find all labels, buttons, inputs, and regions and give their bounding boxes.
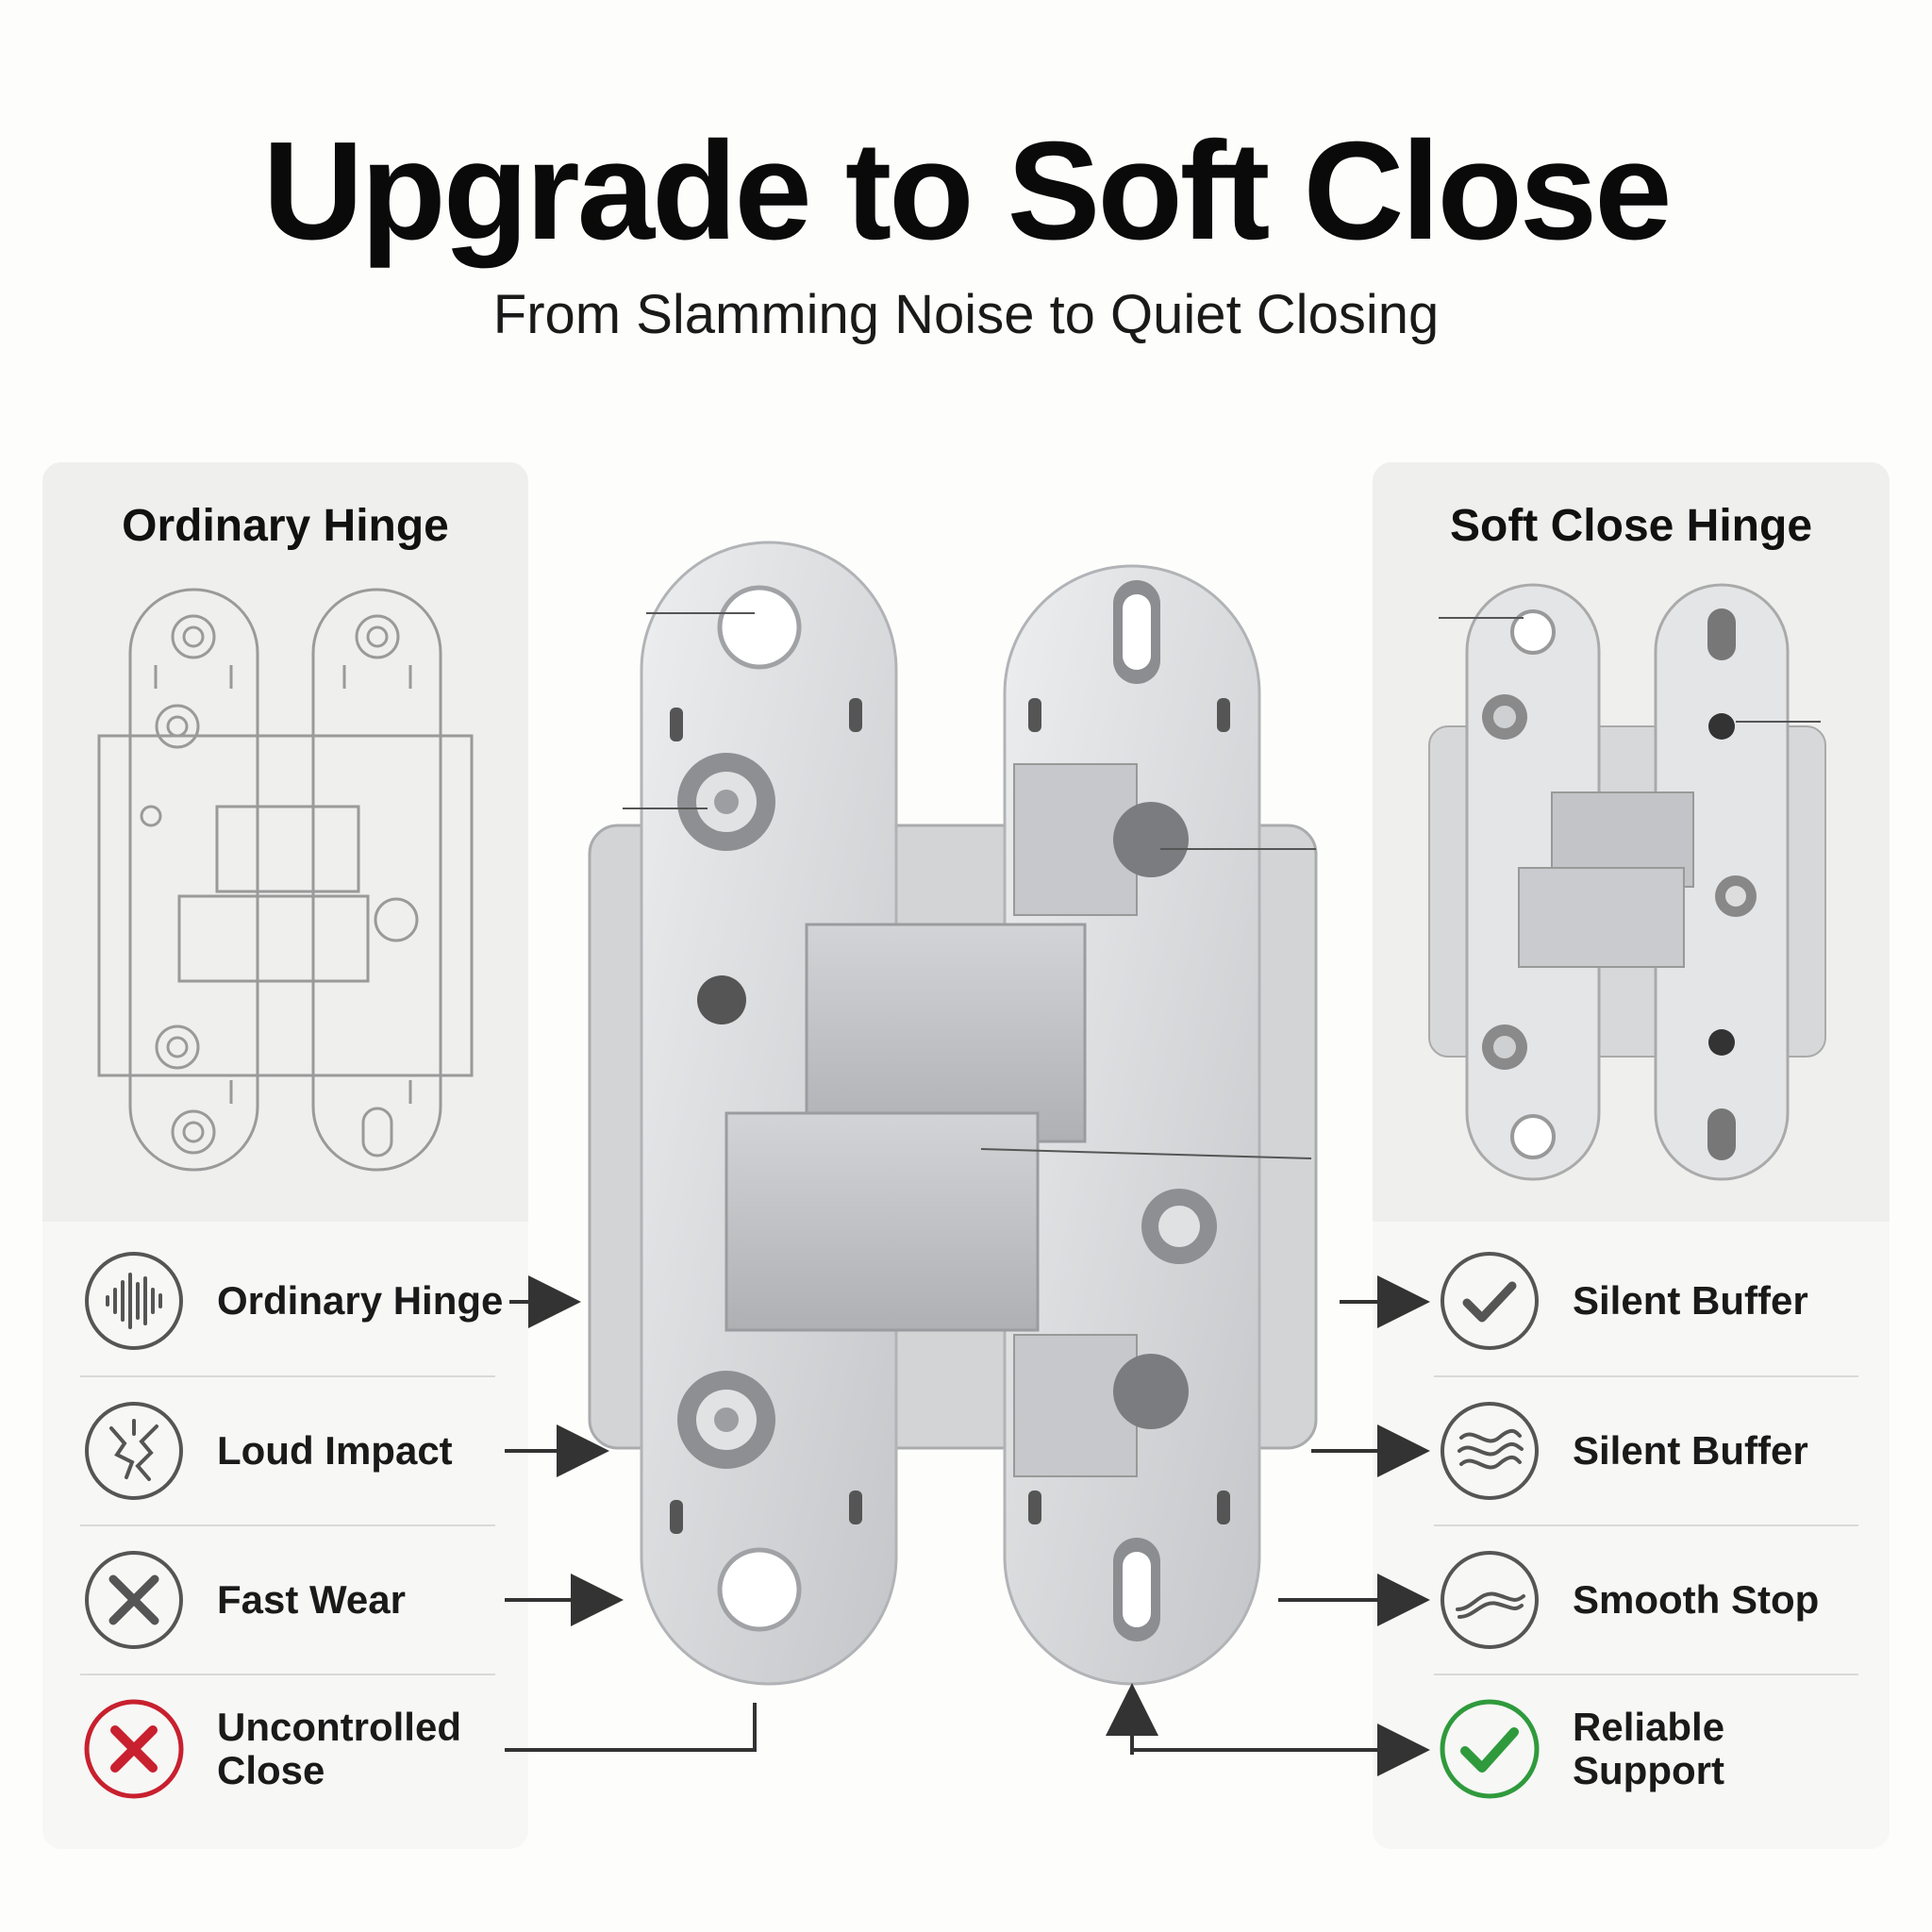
feature-label: Silent Buffer <box>1573 1278 1808 1323</box>
sound-wave-icon <box>85 1252 183 1350</box>
ordinary-hinge-drawing-area <box>42 462 528 1222</box>
feature-label: Fast Wear <box>217 1577 406 1622</box>
left-feature-uncontrolled-close: Uncontrolled Close <box>83 1674 491 1824</box>
ordinary-hinge-panel: Ordinary Hinge <box>42 462 528 1849</box>
ordinary-hinge-title: Ordinary Hinge <box>122 501 449 551</box>
checkmark-icon <box>1441 1252 1539 1350</box>
feature-label: Silent Buffer <box>1573 1428 1808 1473</box>
soft-close-hinge-title: Soft Close Hinge <box>1449 501 1813 551</box>
divider <box>80 1674 495 1675</box>
divider <box>1434 1375 1858 1377</box>
divider <box>80 1375 495 1377</box>
wave-lines-icon <box>1441 1402 1539 1500</box>
page-title: Upgrade to Soft Close <box>262 113 1672 269</box>
green-check-icon <box>1440 1699 1540 1799</box>
feature-label: Loud Impact <box>217 1428 453 1473</box>
ordinary-hinge-line-drawing <box>97 588 474 1172</box>
divider <box>1434 1674 1858 1675</box>
soft-close-hinge-small-image <box>1428 583 1826 1181</box>
right-feature-smooth-stop: Smooth Stop <box>1439 1525 1819 1674</box>
left-feature-ordinary-hinge: Ordinary Hinge <box>83 1226 503 1375</box>
right-feature-reliable-support: Reliable Support <box>1439 1674 1790 1824</box>
divider <box>80 1524 495 1526</box>
main-hinge-illustration <box>588 541 1318 1686</box>
feature-label: Reliable Support <box>1573 1705 1725 1792</box>
feature-label: Smooth Stop <box>1573 1577 1820 1622</box>
page-subtitle: From Slamming Noise to Quiet Closing <box>492 284 1440 345</box>
right-feature-silent-buffer: Silent Buffer <box>1439 1226 1808 1375</box>
divider <box>1434 1524 1858 1526</box>
smooth-curve-icon <box>1441 1551 1539 1649</box>
crack-impact-icon <box>85 1402 183 1500</box>
red-x-icon <box>84 1699 184 1799</box>
right-feature-silent-buffer-2: Silent Buffer <box>1439 1376 1808 1525</box>
x-mark-icon <box>85 1551 183 1649</box>
left-feature-fast-wear: Fast Wear <box>83 1525 406 1674</box>
feature-label: Uncontrolled Close <box>217 1705 461 1792</box>
feature-label: Ordinary Hinge <box>217 1278 504 1323</box>
left-feature-loud-impact: Loud Impact <box>83 1376 453 1525</box>
